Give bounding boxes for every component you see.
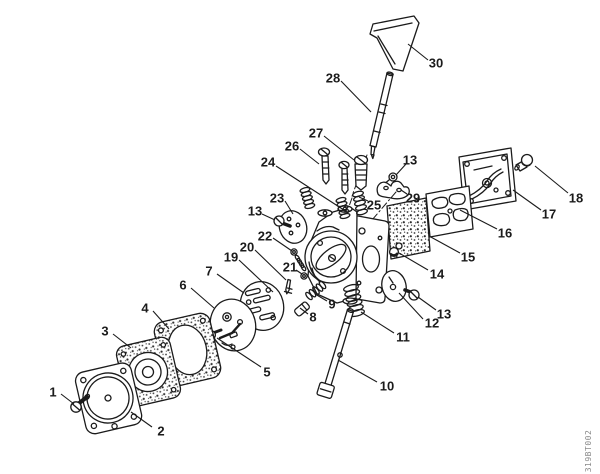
part-label-13-31: 13 [248, 204, 262, 219]
part-label-1-0: 1 [49, 385, 56, 400]
part-27-idle-screw [353, 154, 369, 191]
leader-line-20-19 [254, 249, 287, 281]
leader-line-7-6 [216, 273, 245, 294]
leader-line-13-31 [261, 213, 276, 221]
part-label-25-24: 25 [367, 198, 381, 213]
leader-line-5-4 [216, 337, 262, 368]
part-28-rod [369, 71, 394, 160]
leader-line-22-21 [272, 237, 293, 252]
part-23-throttle-plate [278, 210, 308, 244]
part-label-24-23: 24 [261, 155, 276, 170]
carburetor-body [304, 205, 390, 305]
leader-line-9-8 [314, 293, 328, 302]
part-label-7-6: 7 [205, 264, 212, 279]
leader-line-3-2 [112, 333, 132, 349]
part-label-19-18: 19 [224, 250, 238, 265]
part-11-spring [343, 283, 365, 318]
part-label-4-3: 4 [141, 301, 149, 316]
leader-line-15-14 [428, 235, 461, 254]
leader-line-23-22 [284, 200, 294, 215]
part-15-pump-diaphragm [386, 197, 431, 260]
part-label-13-12: 13 [437, 307, 451, 322]
leader-line-4-3 [152, 310, 170, 330]
part-30-lever [369, 15, 420, 72]
part-label-16-15: 16 [498, 226, 512, 241]
leader-line-19-18 [238, 259, 274, 293]
part-label-2-1: 2 [157, 424, 164, 439]
part-labels-layer: 1234567891011121314151617181920212223242… [49, 43, 583, 439]
part-label-10-9: 10 [380, 379, 394, 394]
part-18-screw [514, 153, 534, 172]
part-label-5-4: 5 [263, 365, 270, 380]
leader-line-14-13 [398, 252, 429, 271]
part-label-13-30: 13 [403, 153, 417, 168]
leader-line-28-27 [340, 80, 372, 113]
part-9-spring [305, 280, 327, 301]
part-label-22-21: 22 [258, 229, 272, 244]
part-27-spring [352, 190, 368, 216]
leader-line-16-15 [459, 209, 498, 230]
part-26-spring [299, 186, 316, 210]
part-label-26-25: 26 [285, 139, 299, 154]
part-label-12-11: 12 [425, 316, 439, 331]
plate-code: 319BT002 [584, 430, 593, 473]
leader-line-21-20 [295, 269, 303, 275]
leader-line-12-11 [398, 292, 424, 320]
part-label-20-19: 20 [240, 240, 254, 255]
leader-line-11-10 [360, 311, 395, 334]
part-26-needle-screw [317, 147, 331, 185]
leader-line-13-12 [417, 296, 437, 311]
leader-line-2-1 [130, 411, 153, 428]
leader-line-24-23 [275, 165, 348, 213]
leader-line-29-28 [400, 189, 408, 195]
part-label-17-16: 17 [542, 207, 556, 222]
part-label-27-26: 27 [309, 126, 323, 141]
leader-line-17-16 [512, 189, 542, 211]
part-13-screw-left [273, 215, 292, 228]
part-label-11-10: 11 [396, 330, 410, 345]
middle-needle-spring [335, 196, 351, 220]
metering-spring [294, 254, 307, 272]
part-22-ring [290, 248, 298, 256]
part-14-ball [388, 246, 400, 258]
leader-line-25-24 [358, 196, 369, 202]
part-13-nut-top [385, 172, 398, 184]
part-label-30-29: 30 [429, 56, 443, 71]
leader-line-27-26 [323, 135, 355, 161]
part-label-8-7: 8 [309, 310, 316, 325]
part-1-screw [70, 393, 91, 413]
leader-line-18-17 [534, 165, 569, 194]
part-label-18-17: 18 [569, 191, 583, 206]
leader-line-10-9 [337, 359, 378, 383]
part-label-29-28: 29 [406, 191, 420, 206]
part-label-21-20: 21 [283, 260, 297, 275]
part-13-screw-right [403, 288, 420, 301]
leader-line-1-0 [60, 393, 75, 405]
part-16-pump-gasket [425, 185, 474, 238]
part-label-28-27: 28 [326, 71, 340, 86]
leader-line-26-25 [299, 148, 320, 165]
leader-line-30-29 [407, 43, 429, 61]
leader-line-8-7 [299, 307, 309, 315]
part-label-23-22: 23 [270, 191, 284, 206]
part-20-inlet-needle [283, 278, 293, 295]
part-label-3-2: 3 [101, 324, 108, 339]
leader-line-6-5 [190, 287, 215, 309]
part-21-ring [300, 272, 308, 280]
part-label-9-8: 9 [328, 297, 335, 312]
part-label-14-13: 14 [430, 267, 445, 282]
part-label-15-14: 15 [461, 250, 475, 265]
middle-needle-screw [338, 160, 350, 195]
part-10-throttle-shaft [316, 307, 355, 399]
leader-line-13-30 [395, 163, 407, 176]
part-label-6-5: 6 [179, 278, 186, 293]
